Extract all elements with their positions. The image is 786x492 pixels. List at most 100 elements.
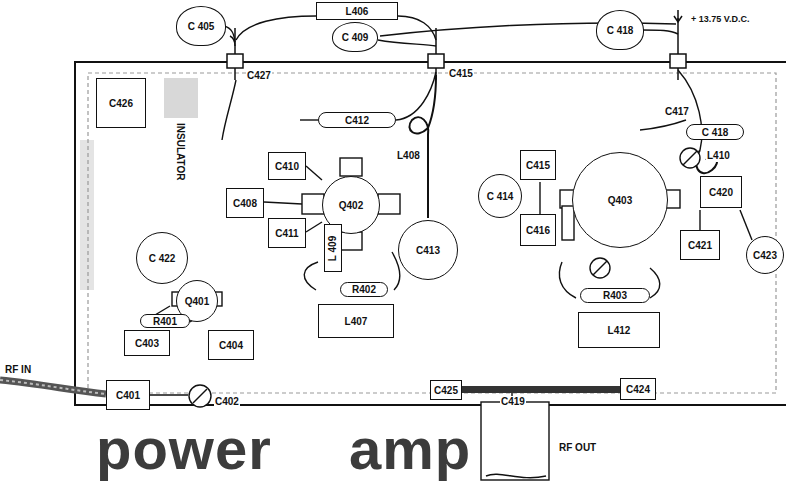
output-connector [481, 402, 549, 480]
part-label: Q403 [608, 195, 632, 206]
disc-capacitor: C 418 [596, 10, 644, 50]
axial-part: C 418 [686, 124, 744, 140]
tuning-screw [193, 389, 207, 403]
part-label: C420 [709, 187, 733, 198]
callout-label: RF IN [4, 364, 32, 376]
wire [380, 23, 676, 36]
round-part: C 414 [478, 174, 522, 218]
callout-label: C415 [448, 68, 474, 80]
axial-part: R403 [580, 288, 650, 303]
part-label: C411 [275, 228, 298, 239]
part-box: L 409 [324, 224, 342, 272]
wire [230, 36, 235, 46]
part-label: L 409 [328, 235, 339, 260]
axial-part: R402 [340, 282, 388, 297]
part-label: C421 [688, 240, 712, 251]
callout-label: C417 [664, 106, 690, 118]
tuning-screw [590, 258, 610, 278]
round-part: Q403 [572, 152, 668, 248]
component-lead [150, 394, 188, 395]
part-label: Q402 [339, 200, 363, 211]
part-box: C421 [680, 230, 720, 260]
transistor-tab [378, 194, 400, 214]
wire [396, 72, 436, 120]
disc-capacitor: C 409 [332, 22, 378, 52]
part-label: C 418 [702, 127, 729, 138]
callout-label: C427 [246, 70, 272, 82]
part-label: L406 [346, 6, 369, 17]
part-label: C410 [275, 161, 299, 172]
wire [398, 16, 436, 40]
component-lead [264, 202, 302, 204]
coax-cable [0, 380, 106, 394]
transistor-tab [302, 194, 324, 214]
part-label: C 414 [487, 191, 514, 202]
coil-symbol [562, 206, 574, 240]
supply-arrow [674, 10, 682, 22]
component-lead [304, 262, 318, 290]
component-lead [650, 268, 660, 298]
part-label: C403 [135, 338, 159, 349]
part-box: L407 [318, 304, 394, 338]
part-box: C411 [268, 218, 306, 248]
coax-cable [0, 380, 106, 394]
tuning-screw [189, 385, 211, 407]
part-label: C 422 [149, 253, 176, 264]
title: power amp [96, 420, 471, 478]
transistor-tab [340, 158, 362, 176]
part-box: C410 [268, 152, 306, 180]
part-box: C415 [520, 150, 556, 180]
part-label: C 405 [188, 21, 215, 32]
component-lead [539, 182, 540, 214]
part-label: C415 [526, 160, 550, 171]
part-box: L406 [316, 2, 398, 20]
axial-part: R401 [140, 314, 190, 328]
component-lead [559, 262, 576, 298]
callout-label: C402 [214, 396, 240, 408]
part-label: C426 [109, 98, 133, 109]
shading [164, 78, 198, 118]
tuning-screw [189, 148, 700, 407]
tuning-screw [680, 148, 700, 168]
wire [640, 120, 686, 130]
feedthrough [227, 54, 243, 68]
tuning-screw [683, 151, 697, 165]
part-label: C404 [219, 340, 243, 351]
shading [80, 140, 94, 290]
part-box: C425 [430, 380, 462, 400]
part-box: C416 [520, 214, 556, 246]
part-box: C401 [106, 380, 150, 410]
callout-label: + 13.75 V.D.C. [690, 14, 750, 24]
part-label: C413 [416, 245, 440, 256]
component-lead [306, 222, 322, 232]
feedthrough [670, 54, 686, 68]
disc-capacitor: C 405 [176, 6, 226, 46]
wire [378, 40, 436, 46]
ground-plane-border [88, 73, 776, 393]
part-label: C408 [233, 198, 257, 209]
part-label: C423 [753, 250, 777, 261]
callout-label: INSULATOR [175, 122, 187, 181]
part-box: C404 [208, 330, 254, 360]
feedthrough [428, 54, 444, 68]
coil-symbol [409, 75, 436, 218]
output-connector [486, 393, 546, 478]
part-label: C424 [626, 384, 650, 395]
callout-label: L408 [396, 150, 421, 162]
part-box: C403 [124, 330, 170, 356]
part-box: L412 [578, 312, 660, 348]
component-lead [306, 166, 322, 180]
callout-label: C419 [500, 396, 526, 408]
part-label: Q401 [185, 296, 209, 307]
component-lead [699, 210, 700, 230]
round-part: C423 [746, 236, 784, 274]
part-box: C426 [96, 78, 146, 128]
part-box: C420 [700, 176, 742, 208]
component-lead [740, 210, 752, 240]
wire [642, 30, 678, 34]
transistor-tab [340, 232, 362, 250]
part-label: L412 [608, 325, 631, 336]
callout-label: L410 [706, 150, 731, 162]
round-part: C413 [398, 220, 458, 280]
